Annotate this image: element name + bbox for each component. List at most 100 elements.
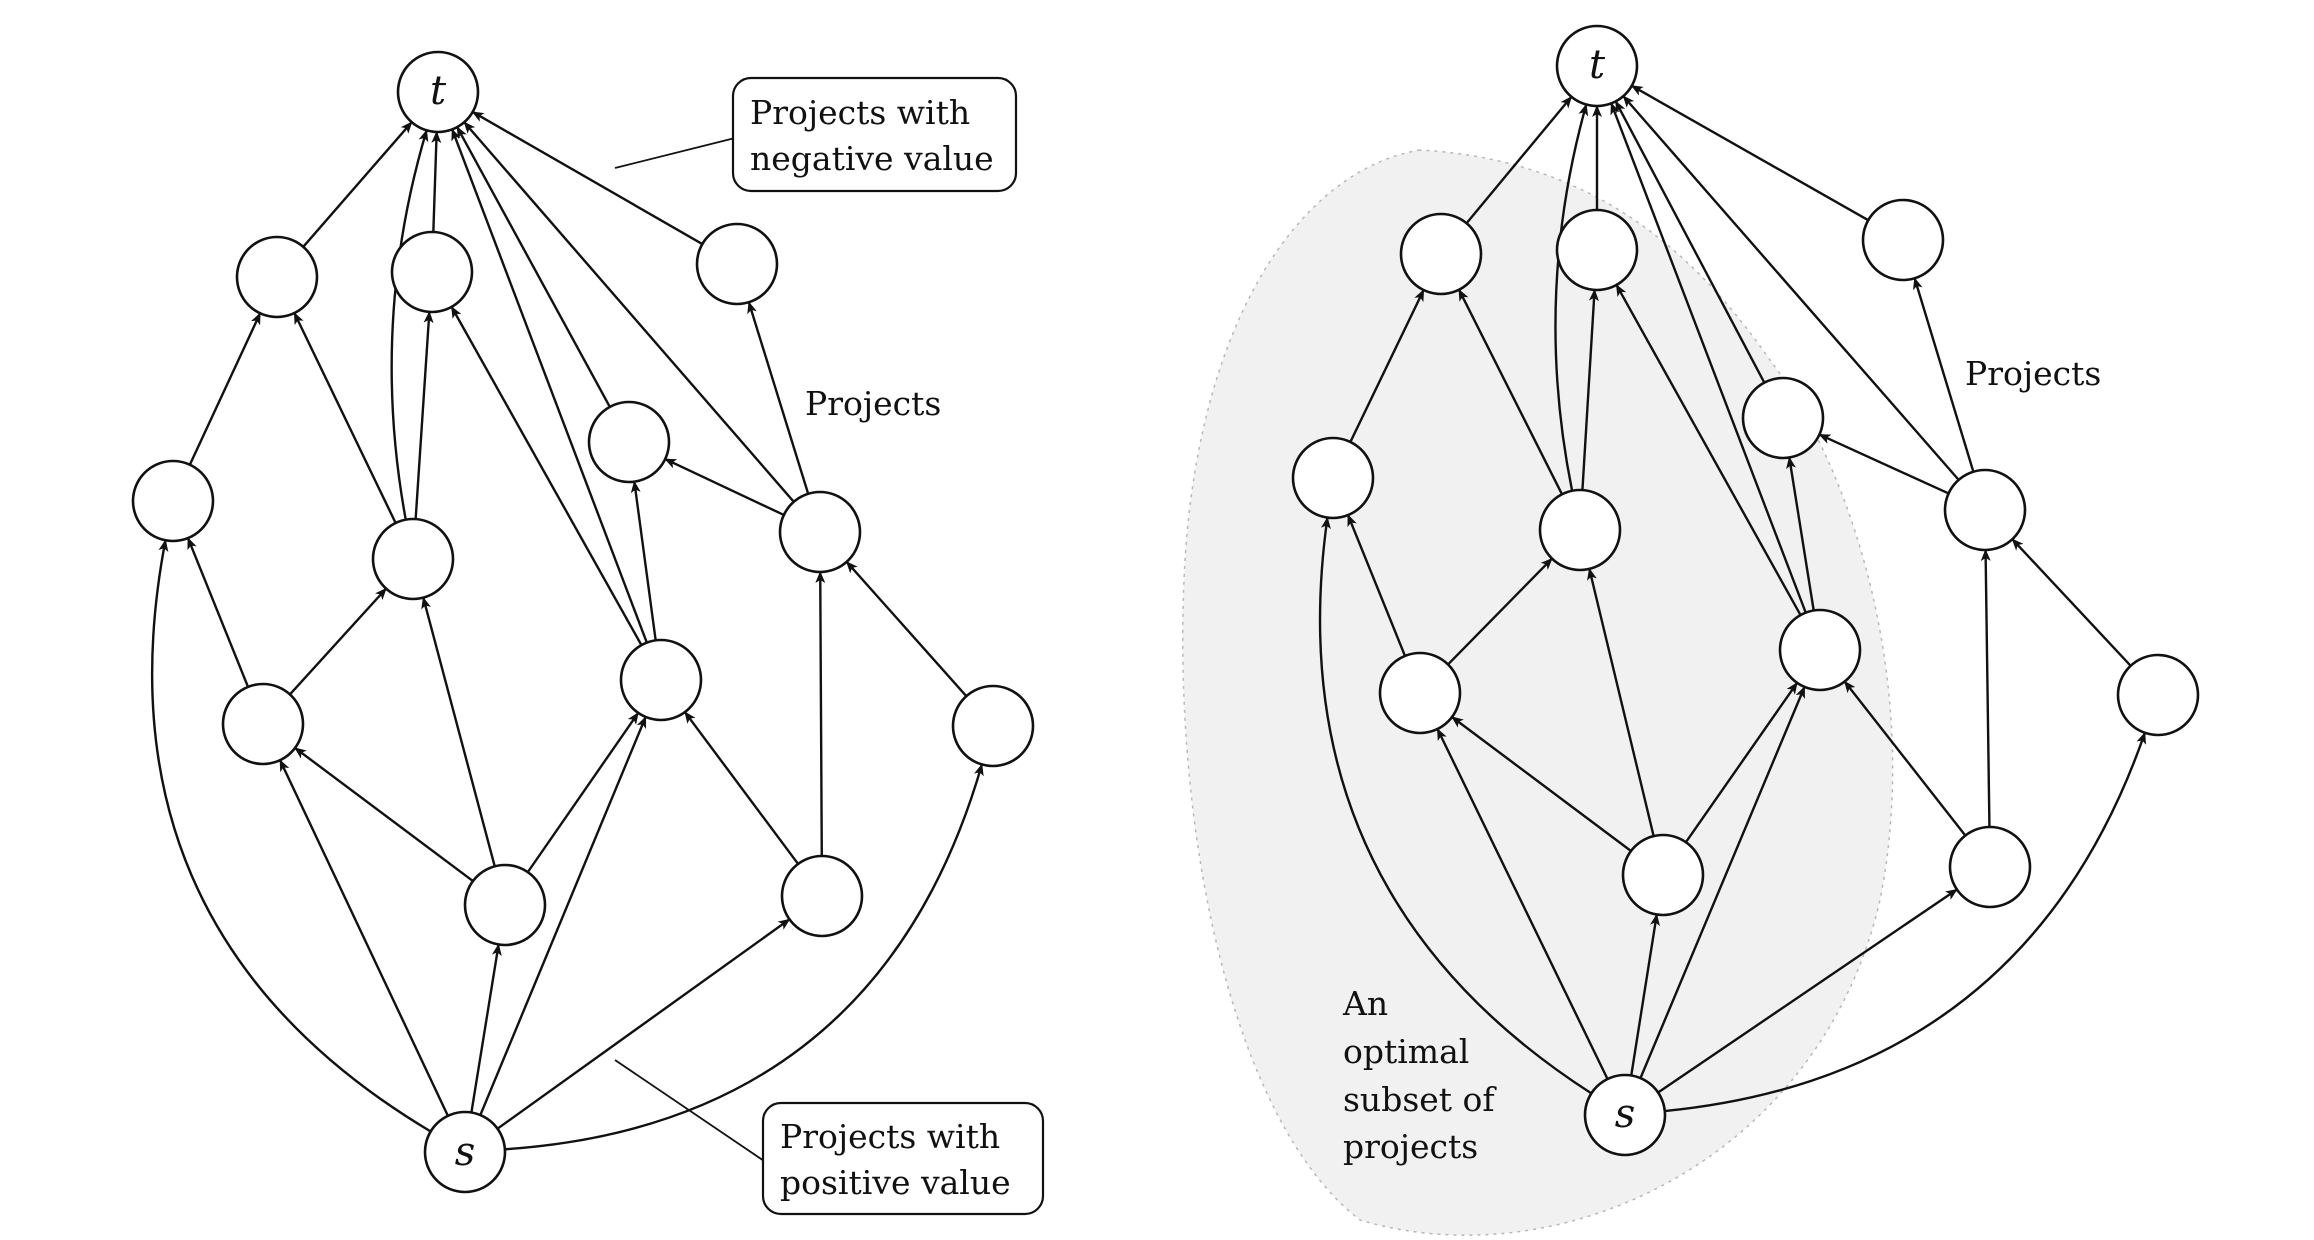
right-project-node-n5 xyxy=(1538,488,1622,572)
left-edge-n11-to-n8 xyxy=(294,746,474,883)
right-project-node-n9 xyxy=(1778,608,1862,692)
left-diagram-edges xyxy=(150,110,984,1151)
left-edge-n6-to-t xyxy=(456,126,611,408)
right-project-node-n3 xyxy=(1861,198,1945,282)
left-edge-s-to-n8 xyxy=(278,759,450,1117)
right-edge-s-to-n11 xyxy=(1630,913,1660,1076)
right-edge-n7-to-n3 xyxy=(1913,277,1975,473)
left-sink-node xyxy=(396,50,480,134)
right-source-node xyxy=(1583,1073,1667,1157)
left-edge-n9-to-t xyxy=(451,128,648,644)
right-edge-n10-to-n7 xyxy=(2011,538,2132,667)
right-projects-label: Projects xyxy=(1965,354,2101,393)
left-edge-s-to-n11 xyxy=(470,943,502,1113)
left-edge-n7-to-n3 xyxy=(747,301,810,495)
negative-callout-line-1: Projects with xyxy=(750,93,970,132)
left-project-node-n8 xyxy=(221,682,305,766)
positive-value-callout: Projects with positive value xyxy=(614,1059,1045,1216)
left-projects-label: Projects xyxy=(805,384,941,423)
right-edge-n9-to-t xyxy=(1610,102,1807,614)
left-edge-n4-to-n1 xyxy=(188,312,262,466)
left-project-node-n3 xyxy=(695,222,779,306)
right-edge-n5-to-t xyxy=(1554,103,1589,492)
right-edge-n8-to-n4 xyxy=(1346,514,1407,657)
right-edge-n9-to-n6 xyxy=(1786,456,1815,611)
left-project-node-n9 xyxy=(619,638,703,722)
left-edge-n12-to-n7 xyxy=(815,570,826,857)
right-edge-n5-to-n2 xyxy=(1581,288,1599,491)
right-project-node-n2 xyxy=(1555,208,1639,292)
left-edge-n8-to-n5 xyxy=(289,587,387,696)
left-project-node-n4 xyxy=(131,459,215,543)
left-sink-label: t xyxy=(430,68,447,114)
negative-value-callout: Projects with negative value xyxy=(614,76,1018,193)
left-edge-n9-to-n6 xyxy=(630,480,657,641)
right-edge-n11-to-n5 xyxy=(1587,567,1655,837)
optimal-label-line-2: optimal xyxy=(1343,1032,1469,1071)
left-project-node-n12 xyxy=(780,854,864,938)
right-edge-s-to-n4 xyxy=(1318,516,1593,1095)
optimal-label-line-4: projects xyxy=(1343,1127,1478,1166)
right-edge-s-to-n12 xyxy=(1657,888,1958,1094)
right-sink-node xyxy=(1555,24,1639,108)
optimal-subset-label: An optimal subset of projects xyxy=(1342,984,1497,1166)
right-project-node-n7 xyxy=(1943,468,2027,552)
right-project-node-n8 xyxy=(1378,651,1462,735)
left-project-node-n10 xyxy=(951,684,1035,768)
right-project-node-n1 xyxy=(1399,212,1483,296)
left-edge-n1-to-t xyxy=(302,121,413,248)
left-edge-n12-to-n9 xyxy=(683,711,800,865)
left-edge-n9-to-n2 xyxy=(450,306,643,646)
left-project-node-n7 xyxy=(778,490,862,574)
left-project-node-n2 xyxy=(390,230,474,314)
right-diagram-edges xyxy=(1318,84,2147,1113)
right-sink-label: t xyxy=(1589,42,1606,88)
left-diagram-nodes xyxy=(131,50,1035,1194)
right-project-node-n12 xyxy=(1948,825,2032,909)
positive-callout-line-1: Projects with xyxy=(780,1117,1000,1156)
right-edge-n9-to-n2 xyxy=(1615,284,1802,616)
right-edge-n8-to-n5 xyxy=(1447,557,1553,666)
right-edge-n11-to-n9 xyxy=(1684,681,1799,843)
left-edge-s-to-n9 xyxy=(479,716,647,1116)
right-project-node-n4 xyxy=(1291,436,1375,520)
right-project-node-n10 xyxy=(2116,653,2200,737)
right-edge-n4-to-n1 xyxy=(1349,289,1425,443)
right-edge-n12-to-n9 xyxy=(1843,680,1967,837)
left-edge-n2-to-t xyxy=(431,130,442,233)
left-edge-n11-to-n9 xyxy=(526,712,640,873)
left-project-node-n11 xyxy=(463,863,547,947)
right-diagram-nodes xyxy=(1291,24,2200,1157)
left-edge-n11-to-n5 xyxy=(421,596,496,867)
right-edge-n7-to-n6 xyxy=(1818,433,1950,495)
left-edge-s-to-n4 xyxy=(150,539,432,1133)
left-edge-n7-to-n6 xyxy=(664,457,785,517)
left-project-node-n1 xyxy=(235,235,319,319)
right-edge-n11-to-n8 xyxy=(1451,716,1632,852)
left-edge-n5-to-n1 xyxy=(293,312,397,524)
optimal-label-line-3: subset of xyxy=(1343,1080,1497,1119)
right-edge-n1-to-t xyxy=(1465,96,1573,224)
right-edge-n6-to-t xyxy=(1614,100,1766,384)
right-edge-s-to-n9 xyxy=(1639,685,1806,1079)
right-project-node-n6 xyxy=(1741,376,1825,460)
right-edge-n5-to-n1 xyxy=(1457,288,1564,495)
right-edge-s-to-n10 xyxy=(1664,731,2147,1113)
right-edge-n3-to-t xyxy=(1630,84,1869,222)
right-edge-s-to-n8 xyxy=(1436,728,1609,1080)
left-edge-n7-to-t xyxy=(463,121,795,503)
left-edge-n3-to-t xyxy=(471,110,703,246)
left-edge-n5-to-n2 xyxy=(414,310,434,520)
right-project-node-n11 xyxy=(1621,833,1705,917)
left-edge-s-to-n12 xyxy=(496,918,791,1130)
optimal-label-line-1: An xyxy=(1342,984,1388,1023)
left-edge-n8-to-n4 xyxy=(186,537,250,688)
left-project-node-n6 xyxy=(587,400,671,484)
right-edge-n12-to-n7 xyxy=(1980,548,1991,828)
left-edge-n5-to-t xyxy=(390,129,429,520)
left-edge-n10-to-n7 xyxy=(845,561,968,697)
negative-callout-line-2: negative value xyxy=(750,139,994,178)
positive-callout-line-2: positive value xyxy=(780,1163,1011,1202)
